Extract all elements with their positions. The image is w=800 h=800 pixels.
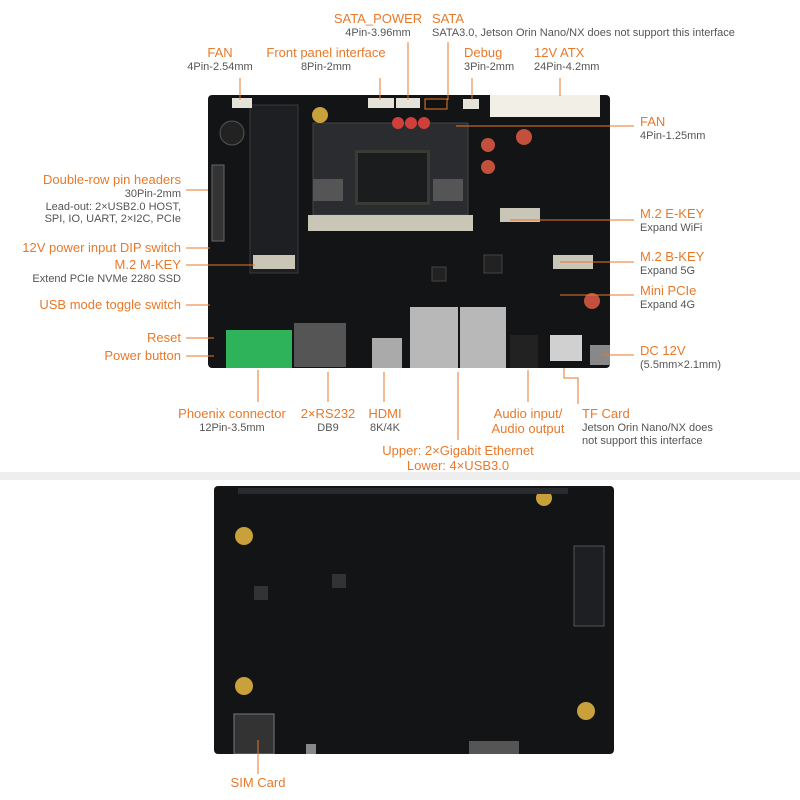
tf-card-sub2: not support this interface (582, 434, 703, 447)
board-top-view (208, 95, 610, 368)
sim-card-title: SIM Card (230, 775, 286, 790)
power-button-title: Power button (104, 348, 181, 363)
atx-title: 12V ATX (534, 45, 585, 60)
m2-bkey-title: M.2 B-KEY (640, 249, 705, 264)
label-dc12v: DC 12V (5.5mm×2.1mm) (640, 343, 721, 372)
label-dip-switch: 12V power input DIP switch (0, 240, 181, 256)
debug-title: Debug (464, 45, 503, 60)
double-row-sub1: 30Pin-2mm (124, 187, 181, 200)
label-rs232: 2×RS232 DB9 (296, 406, 360, 435)
fan-top-sub: 4Pin-2.54mm (187, 60, 253, 73)
ethernet-title1: Upper: 2×Gigabit Ethernet (382, 443, 534, 458)
label-mini-pcie: Mini PCIe Expand 4G (640, 283, 697, 312)
dc12v-title: DC 12V (640, 343, 686, 358)
phoenix-title: Phoenix connector (178, 406, 286, 421)
hdmi-title: HDMI (368, 406, 402, 421)
audio-title2: Audio output (491, 420, 565, 436)
fan-right-title: FAN (640, 114, 666, 129)
label-hdmi: HDMI 8K/4K (360, 406, 410, 435)
board-bottom-view (214, 486, 614, 755)
front-panel-sub: 8Pin-2mm (300, 60, 352, 73)
label-fan-right: FAN 4Pin-1.25mm (640, 114, 706, 143)
fan-top-title: FAN (207, 45, 233, 60)
label-fan-top: FAN 4Pin-2.54mm (160, 45, 280, 74)
label-double-row: Double-row pin headers 30Pin-2mm Lead-ou… (0, 172, 181, 226)
fan-right-sub: 4Pin-1.25mm (640, 129, 706, 142)
m2-ekey-title: M.2 E-KEY (640, 206, 705, 221)
tf-card-title: TF Card (582, 406, 630, 421)
double-row-sub3: SPI, IO, UART, 2×I2C, PCIe (44, 213, 181, 226)
mini-pcie-title: Mini PCIe (640, 283, 697, 298)
board-top-graphic (211, 95, 610, 368)
label-front-panel: Front panel interface 8Pin-2mm (256, 45, 396, 74)
label-12v-atx: 12V ATX 24Pin-4.2mm (534, 45, 600, 74)
label-ethernet: Upper: 2×Gigabit Ethernet Lower: 4×USB3.… (364, 443, 552, 474)
phoenix-sub: 12Pin-3.5mm (199, 421, 265, 434)
atx-sub: 24Pin-4.2mm (534, 60, 600, 73)
board-bottom-graphic (233, 488, 605, 755)
sata-title: SATA (432, 11, 465, 26)
label-sata: SATA SATA3.0, Jetson Orin Nano/NX does n… (432, 11, 735, 40)
debug-sub: 3Pin-2mm (464, 60, 515, 73)
reset-title: Reset (147, 330, 181, 345)
label-usb-toggle: USB mode toggle switch (0, 297, 181, 313)
label-sata-power: SATA_POWER 4Pin-3.96mm (326, 11, 430, 40)
audio-title1: Audio input/ (493, 406, 563, 421)
label-power-button: Power button (0, 348, 181, 364)
m2-ekey-sub: Expand WiFi (640, 221, 703, 234)
mini-pcie-sub: Expand 4G (640, 298, 696, 311)
sata-power-sub: 4Pin-3.96mm (345, 26, 411, 39)
ethernet-title2: Lower: 4×USB3.0 (406, 457, 510, 473)
section-separator (0, 472, 800, 480)
double-row-title: Double-row pin headers (42, 172, 181, 187)
m2-mkey-title: M.2 M-KEY (114, 257, 181, 272)
label-phoenix: Phoenix connector 12Pin-3.5mm (164, 406, 300, 435)
label-debug: Debug 3Pin-2mm (464, 45, 515, 74)
label-m2-bkey: M.2 B-KEY Expand 5G (640, 249, 705, 278)
front-panel-title: Front panel interface (266, 45, 386, 60)
dc12v-sub: (5.5mm×2.1mm) (640, 358, 721, 371)
double-row-sub2: Lead-out: 2×USB2.0 HOST, (45, 200, 181, 213)
sata-sub: SATA3.0, Jetson Orin Nano/NX does not su… (432, 26, 735, 39)
dip-switch-title: 12V power input DIP switch (22, 240, 181, 255)
label-reset: Reset (0, 330, 181, 346)
rs232-sub: DB9 (317, 421, 339, 434)
usb-toggle-title: USB mode toggle switch (39, 297, 181, 312)
hdmi-sub: 8K/4K (370, 421, 400, 434)
label-audio: Audio input/ Audio output (480, 406, 576, 437)
label-m2-mkey: M.2 M-KEY Extend PCIe NVMe 2280 SSD (0, 257, 181, 286)
label-sim-card: SIM Card (220, 775, 296, 791)
m2-bkey-sub: Expand 5G (640, 264, 696, 277)
label-m2-ekey: M.2 E-KEY Expand WiFi (640, 206, 705, 235)
m2-mkey-sub: Extend PCIe NVMe 2280 SSD (32, 272, 181, 285)
label-tf-card: TF Card Jetson Orin Nano/NX does not sup… (582, 406, 713, 447)
sata-power-title: SATA_POWER (333, 11, 423, 26)
rs232-title: 2×RS232 (300, 406, 356, 421)
tf-card-sub1: Jetson Orin Nano/NX does (582, 421, 713, 434)
